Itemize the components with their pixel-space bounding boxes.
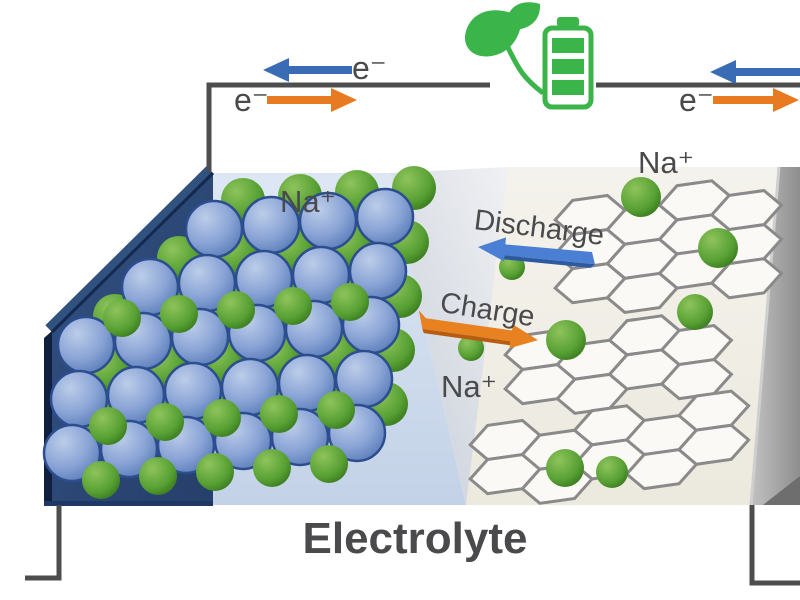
- green-energy-battery: [464, 2, 594, 110]
- discharge-arrow-shade: [504, 255, 595, 268]
- battery-bar: [552, 80, 584, 95]
- wire-bottom-left: [25, 505, 62, 581]
- sodium-sphere: [89, 407, 127, 445]
- sodium-sphere: [196, 453, 234, 491]
- label-na-electrolyte: Na⁺: [441, 369, 497, 404]
- label-electron-bottom-left: e⁻: [234, 82, 269, 118]
- hexagon-sheet: [470, 389, 748, 513]
- sodium-sphere: [139, 457, 177, 495]
- anode-slab-edge: [763, 476, 800, 505]
- sodium-sphere: [203, 399, 241, 437]
- sodium-ions: [458, 177, 738, 488]
- sodium-sphere: [331, 283, 369, 321]
- carbon-hexagon: [679, 423, 749, 467]
- sodium-ion-sphere: [458, 335, 484, 361]
- circuit-wires: [25, 82, 800, 586]
- discharge-arrow: [478, 237, 595, 268]
- leaf-icon: [507, 2, 541, 31]
- sodium-ion-sphere: [698, 228, 738, 268]
- cathode-slab-edge-line: [50, 171, 215, 334]
- label-na-cathode: Na⁺: [280, 184, 336, 219]
- cathode-slab-bevel: [45, 166, 213, 332]
- sodium-ion-sphere: [621, 177, 661, 217]
- electron-flow-arrows: [263, 58, 800, 112]
- label-electron-top-left: e⁻: [352, 50, 387, 86]
- electron-charge-arrow-right: [713, 88, 799, 112]
- sodium-ion-sphere: [546, 320, 586, 360]
- anode-slab-highlight: [749, 166, 781, 506]
- cathode-slab-bottom-edge: [44, 501, 213, 506]
- plant-stem-icon: [502, 40, 545, 95]
- charge-arrow: [418, 310, 538, 349]
- electron-discharge-arrow-left: [263, 58, 352, 82]
- electron-charge-arrow-left: [267, 88, 357, 112]
- cathode-sphere: [355, 187, 415, 247]
- wire-top-left: [206, 82, 490, 172]
- sodium-sphere: [160, 295, 198, 333]
- charge-arrow-shape: [418, 310, 538, 349]
- sodium-sphere: [253, 449, 291, 487]
- battery-icon: [542, 25, 594, 110]
- sodium-sphere: [217, 291, 255, 329]
- battery-bar: [552, 38, 584, 53]
- sodium-sphere: [146, 403, 184, 441]
- cathode-sphere: [184, 199, 244, 259]
- cathode-slab-side: [44, 331, 52, 505]
- hard-carbon-hexagon-sheets: [470, 171, 781, 513]
- sodium-ion-sphere: [596, 456, 628, 488]
- sodium-ion-sphere: [546, 449, 584, 487]
- battery-terminal: [557, 17, 579, 27]
- electron-discharge-arrow-right: [710, 60, 800, 84]
- wire-bottom-right: [749, 505, 800, 586]
- label-na-anode: Na⁺: [638, 145, 694, 180]
- anode-slab: [749, 166, 800, 506]
- sodium-sphere: [310, 445, 348, 483]
- sodium-sphere: [260, 395, 298, 433]
- cathode-crystal-lattice: [42, 166, 436, 499]
- sodium-sphere: [82, 461, 120, 499]
- carbon-hexagon: [712, 256, 782, 300]
- label-electron-right: e⁻: [679, 82, 714, 118]
- cathode-sphere: [42, 423, 102, 483]
- sodium-sphere: [317, 391, 355, 429]
- discharge-arrow-shape: [478, 237, 595, 265]
- sodium-sphere: [274, 287, 312, 325]
- sodium-sphere: [103, 299, 141, 337]
- sodium-ion-sphere: [677, 294, 713, 330]
- anode-slab-face: [751, 167, 800, 505]
- label-electrolyte: Electrolyte: [303, 514, 528, 563]
- charge-arrow-shade: [422, 328, 511, 346]
- battery-bar: [552, 59, 584, 74]
